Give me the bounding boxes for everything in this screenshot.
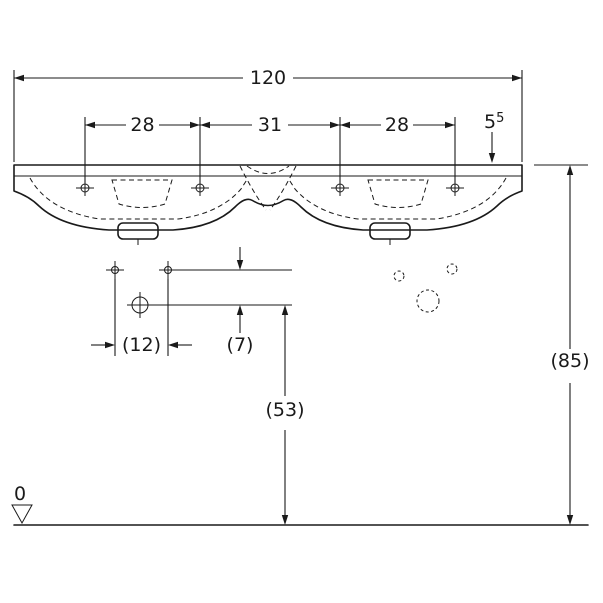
fixing-hole-marker-small: [106, 261, 124, 279]
dimension-total-height: (85): [534, 164, 590, 525]
arrowhead: [14, 74, 24, 82]
dimension-edge-thickness: 55: [484, 111, 504, 163]
tap-hole-markers: [76, 180, 464, 196]
siphon-height-label: (53): [265, 399, 304, 421]
arrowhead: [281, 515, 289, 525]
hidden-bowl-contour-right: [287, 177, 507, 220]
fixing-spacing-label: (12): [122, 334, 161, 356]
arrowhead: [566, 165, 574, 175]
total-height-label: (85): [550, 350, 589, 372]
arrowhead: [566, 515, 574, 525]
arrowhead: [512, 74, 522, 82]
floor-level-label: 0: [14, 483, 26, 505]
tap-spacing-right-label: 28: [385, 114, 409, 136]
hidden-center-divider: [269, 165, 297, 211]
drain-trap-left: [117, 222, 159, 240]
tap-spacing-center-label: 31: [258, 114, 282, 136]
dimension-tap-hole-spacing: 28 31 28: [84, 114, 456, 183]
dimension-fixing-offset: (7): [227, 247, 254, 356]
arrowhead: [168, 341, 178, 349]
mounting-hole-circle-large: [416, 289, 440, 313]
hidden-center-divider: [246, 165, 290, 174]
mounting-hole-circles: [393, 263, 458, 313]
arrowhead: [190, 121, 200, 129]
fixing-hole-marker-large: [127, 292, 153, 318]
hidden-bowl-contour-left: [29, 177, 249, 220]
fixing-offset-label: (7): [227, 334, 254, 356]
tap-hole-marker: [331, 180, 349, 196]
basin-outer-contour: [13, 164, 523, 231]
washbasin-outline: [13, 164, 523, 245]
hidden-overflow-recess-right: [367, 179, 429, 208]
overall-width-label: 120: [250, 67, 286, 89]
arrowhead: [330, 121, 340, 129]
fixing-hole-markers: [106, 261, 177, 318]
arrowhead: [105, 341, 115, 349]
arrowhead: [488, 153, 496, 163]
arrowhead: [236, 260, 244, 270]
mounting-hole-circle-small: [393, 270, 405, 282]
dimension-siphon-height: (53): [265, 305, 305, 525]
arrowhead: [445, 121, 455, 129]
dimension-overall-width: 120: [13, 67, 523, 162]
mounting-hole-circle-small: [446, 263, 458, 275]
floor-level: 0: [11, 483, 589, 526]
tap-hole-marker: [446, 180, 464, 196]
hidden-overflow-recess-left: [111, 179, 173, 208]
arrowhead: [85, 121, 95, 129]
arrowhead: [200, 121, 210, 129]
datum-triangle-icon: [11, 504, 33, 525]
arrowhead: [281, 305, 289, 315]
reference-lines: [149, 269, 292, 306]
tap-spacing-left-label: 28: [130, 114, 154, 136]
arrowhead: [236, 305, 244, 315]
tap-hole-marker: [191, 180, 209, 196]
fixing-hole-marker-small: [159, 261, 177, 279]
drain-trap-right: [369, 222, 411, 240]
dimension-fixing-spacing: (12): [91, 279, 192, 356]
arrowhead: [340, 121, 350, 129]
edge-thickness-label: 55: [484, 111, 504, 133]
hidden-center-divider: [239, 165, 267, 211]
tap-hole-marker: [76, 180, 94, 196]
